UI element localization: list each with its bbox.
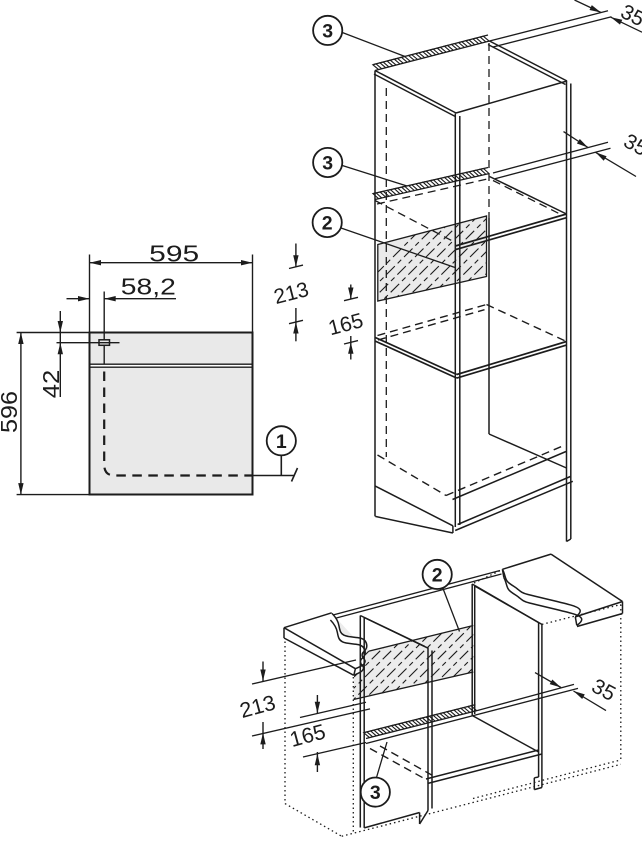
svg-text:3: 3: [322, 20, 333, 42]
svg-text:3: 3: [322, 153, 333, 175]
svg-text:595: 595: [149, 241, 199, 267]
svg-text:2: 2: [432, 564, 443, 586]
svg-text:3: 3: [370, 782, 381, 804]
svg-text:58,2: 58,2: [121, 274, 176, 300]
svg-text:1: 1: [276, 431, 287, 453]
svg-text:596: 596: [0, 391, 22, 433]
svg-text:42: 42: [38, 370, 64, 399]
svg-text:2: 2: [322, 213, 333, 235]
